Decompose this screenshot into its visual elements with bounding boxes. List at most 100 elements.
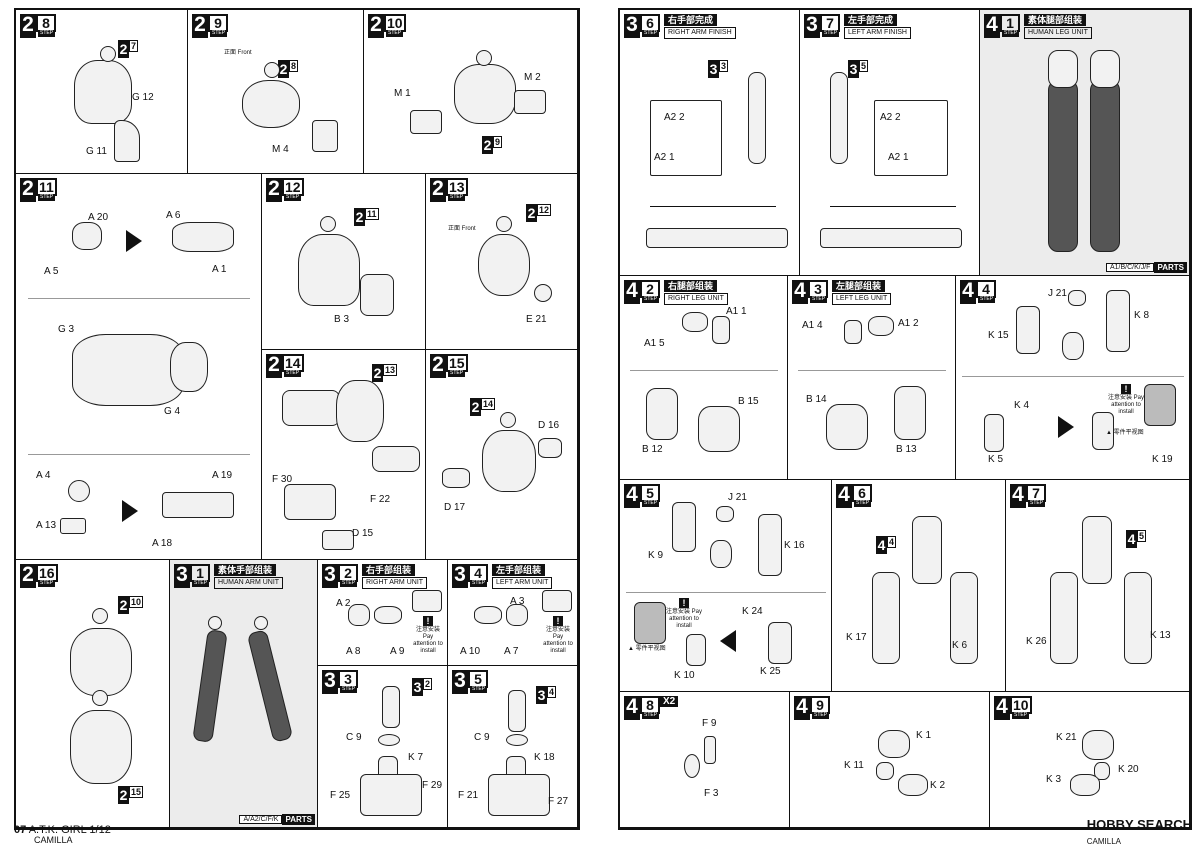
part-label-text: J 21 — [1048, 288, 1067, 299]
page-number: 07 — [14, 824, 27, 836]
part-label: F 22 — [370, 494, 390, 505]
part-label-text: A 4 — [36, 470, 51, 481]
part-label-text: C 9 — [346, 732, 362, 743]
part-label: A 7 — [504, 646, 518, 657]
part-label: A 5 — [44, 266, 58, 277]
part-drawing — [506, 734, 528, 746]
part-drawing — [254, 616, 268, 630]
part-label: A2 2 — [880, 112, 901, 123]
part-drawing — [514, 90, 546, 114]
part-drawing — [474, 606, 502, 624]
part-label: F 30 — [272, 474, 292, 485]
part-label-text: M 1 — [394, 88, 411, 99]
part-label: A 1 — [212, 264, 226, 275]
part-label: K 8 — [1134, 310, 1149, 321]
part-label-text: J 21 — [728, 492, 747, 503]
part-drawing — [442, 468, 470, 488]
part-label: M 1 — [394, 88, 411, 99]
arrow-icon — [1058, 416, 1074, 438]
part-label: A1 2 — [898, 318, 919, 329]
part-label-text: M 4 — [272, 144, 289, 155]
part-label: A 8 — [346, 646, 360, 657]
part-label: F 21 — [458, 790, 478, 801]
character-name: CAMILLA — [34, 835, 73, 845]
part-drawing — [868, 316, 894, 336]
part-drawing — [282, 390, 340, 426]
arrow-icon — [720, 630, 736, 652]
part-label-text: G 12 — [132, 92, 154, 103]
part-drawing — [672, 502, 696, 552]
hobby-search-logo: HOBBY SEARCH — [1086, 817, 1192, 832]
part-drawing — [684, 754, 700, 778]
part-label-text: B 13 — [896, 444, 917, 455]
part-label-text: K 20 — [1118, 764, 1139, 775]
part-drawing — [1092, 412, 1114, 450]
part-label-text: B 12 — [642, 444, 663, 455]
footer-left: 07 A.T.K. GIRL 1/12 CAMILLA — [14, 824, 111, 846]
part-label: J 21 — [1048, 288, 1067, 299]
part-drawing — [984, 414, 1004, 452]
part-label-text: D 15 — [352, 528, 374, 539]
part-label: G 11 — [86, 146, 107, 157]
part-label: K 1 — [916, 730, 931, 741]
part-label-text: K 25 — [760, 666, 781, 677]
part-drawing — [454, 64, 516, 124]
note: ▲ 零件平视图 — [628, 646, 666, 652]
part-label: A1 4 — [802, 320, 823, 331]
part-label: K 7 — [408, 752, 423, 763]
part-label: B 3 — [334, 314, 349, 325]
part-label: A 13 — [36, 520, 56, 531]
part-label: F 9 — [702, 718, 716, 729]
part-label-text: K 18 — [534, 752, 555, 763]
part-label: A 3 — [510, 596, 524, 607]
part-drawing — [874, 100, 948, 176]
part-drawing — [758, 514, 782, 576]
part-drawing — [312, 120, 338, 152]
part-drawing — [538, 438, 562, 458]
part-label-text: K 24 — [742, 606, 763, 617]
part-drawing — [830, 72, 848, 164]
part-label-text: A2 1 — [654, 152, 675, 163]
part-drawing — [542, 590, 572, 612]
part-label-text: K 5 — [988, 454, 1004, 465]
part-label: B 12 — [642, 444, 663, 455]
part-label: A1 5 — [644, 338, 665, 349]
part-label-text: A 3 — [510, 596, 525, 607]
part-drawing — [894, 386, 926, 440]
part-label-text: M 2 — [524, 72, 541, 83]
part-label: M 2 — [524, 72, 541, 83]
part-label: A 19 — [212, 470, 232, 481]
part-drawing — [172, 222, 234, 252]
part-drawing — [646, 388, 678, 440]
part-drawing — [74, 60, 132, 124]
part-label: G 3 — [58, 324, 74, 335]
part-drawing — [820, 228, 962, 248]
